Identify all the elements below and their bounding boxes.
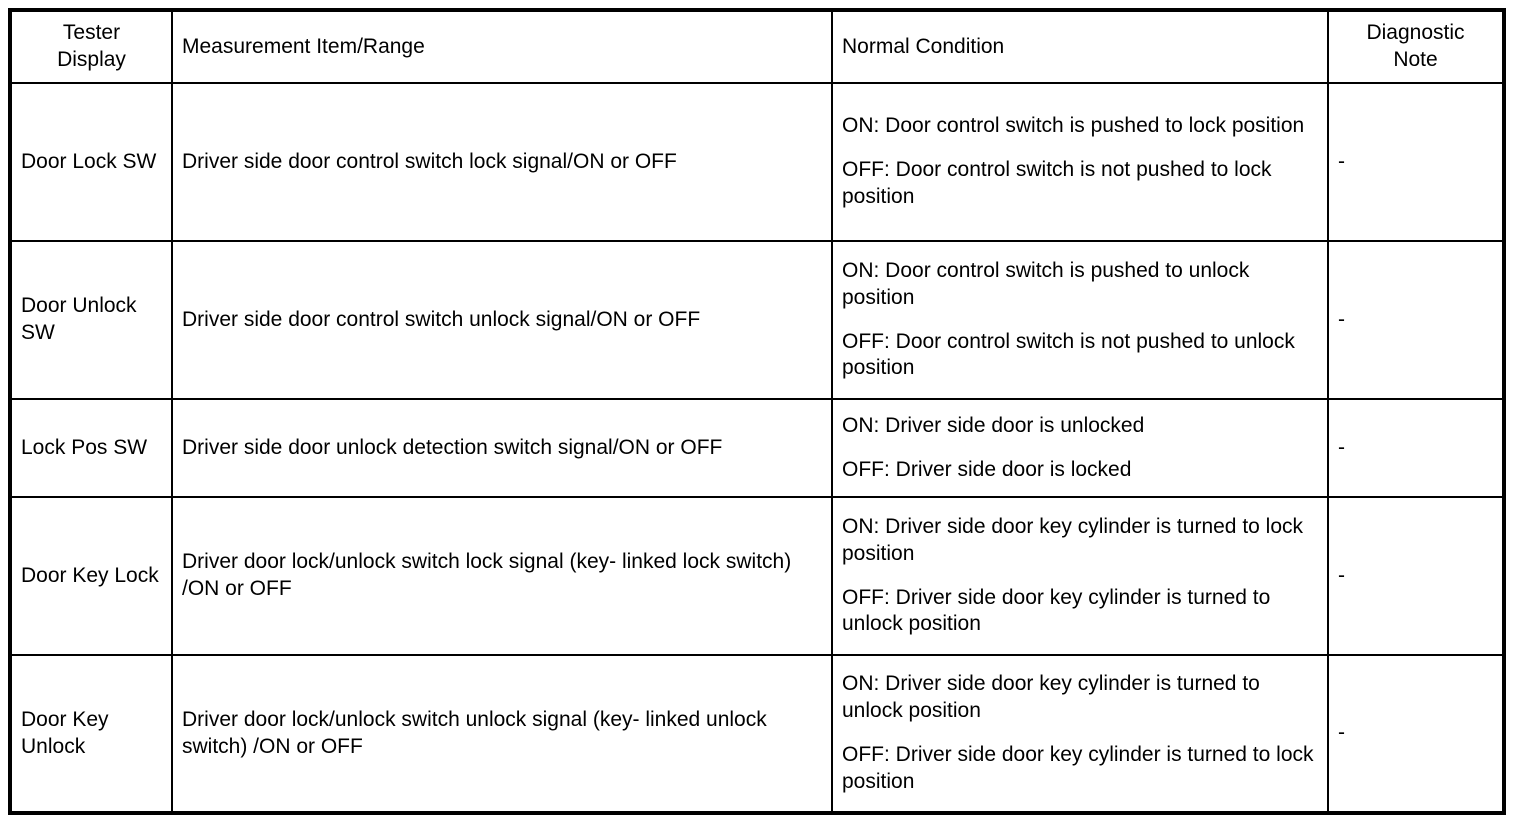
column-header-diagnostic-note: Diagnostic Note bbox=[1327, 9, 1505, 84]
cell-normal-condition: ON: Door control switch is pushed to loc… bbox=[831, 82, 1329, 242]
cell-normal-condition: ON: Driver side door key cylinder is tur… bbox=[831, 496, 1329, 656]
cell-tester-display: Door Lock SW bbox=[9, 82, 173, 242]
condition-off: OFF: Driver side door is locked bbox=[842, 457, 1132, 481]
cell-diagnostic-note: - bbox=[1327, 654, 1505, 814]
cell-diagnostic-note: - bbox=[1327, 82, 1505, 242]
header-row: Tester Display Measurement Item/Range No… bbox=[9, 9, 1505, 84]
condition-off: OFF: Door control switch is not pushed t… bbox=[842, 329, 1295, 380]
condition-off: OFF: Door control switch is not pushed t… bbox=[842, 158, 1272, 208]
condition-spacer bbox=[842, 725, 1318, 742]
diagnostic-spec-table: Tester Display Measurement Item/Range No… bbox=[8, 8, 1506, 815]
condition-spacer bbox=[842, 568, 1318, 585]
column-header-tester-line2: Display bbox=[57, 48, 126, 71]
condition-spacer bbox=[842, 312, 1318, 329]
condition-off: OFF: Driver side door key cylinder is tu… bbox=[842, 743, 1314, 793]
cell-measurement-item: Driver side door control switch unlock s… bbox=[171, 240, 833, 400]
cell-measurement-item: Driver door lock/unlock switch lock sign… bbox=[171, 496, 833, 656]
cell-normal-condition: ON: Driver side door key cylinder is tur… bbox=[831, 654, 1329, 814]
cell-tester-display: Door Unlock SW bbox=[9, 240, 173, 400]
cell-diagnostic-note: - bbox=[1327, 398, 1505, 498]
column-header-tester-display: Tester Display bbox=[9, 9, 173, 84]
column-header-measurement-item-range: Measurement Item/Range bbox=[171, 9, 833, 84]
table-row: Lock Pos SW Driver side door unlock dete… bbox=[9, 398, 1505, 498]
table-row: Door Unlock SW Driver side door control … bbox=[9, 240, 1505, 400]
table-row: Door Lock SW Driver side door control sw… bbox=[9, 82, 1505, 242]
cell-tester-display: Lock Pos SW bbox=[9, 398, 173, 498]
cell-measurement-item: Driver door lock/unlock switch unlock si… bbox=[171, 654, 833, 814]
condition-on: ON: Door control switch is pushed to loc… bbox=[842, 114, 1305, 138]
table-body: Door Lock SW Driver side door control sw… bbox=[9, 82, 1505, 814]
cell-diagnostic-note: - bbox=[1327, 240, 1505, 400]
column-header-note-line1: Diagnostic bbox=[1366, 21, 1465, 45]
condition-spacer bbox=[842, 140, 1318, 157]
column-header-note-line2: Note bbox=[1393, 48, 1438, 71]
condition-on: ON: Driver side door key cylinder is tur… bbox=[842, 672, 1260, 723]
condition-off: OFF: Driver side door key cylinder is tu… bbox=[842, 585, 1271, 636]
cell-tester-display: Door Key Unlock bbox=[9, 654, 173, 814]
condition-spacer bbox=[842, 440, 1318, 457]
table-row: Door Key Lock Driver door lock/unlock sw… bbox=[9, 496, 1505, 656]
cell-normal-condition: ON: Door control switch is pushed to unl… bbox=[831, 240, 1329, 400]
table-header: Tester Display Measurement Item/Range No… bbox=[9, 9, 1505, 84]
table-row: Door Key Unlock Driver door lock/unlock … bbox=[9, 654, 1505, 814]
column-header-tester-line1: Tester bbox=[62, 21, 121, 45]
condition-on: ON: Driver side door key cylinder is tur… bbox=[842, 514, 1304, 565]
cell-tester-display: Door Key Lock bbox=[9, 496, 173, 656]
cell-measurement-item: Driver side door control switch lock sig… bbox=[171, 82, 833, 242]
cell-normal-condition: ON: Driver side door is unlocked OFF: Dr… bbox=[831, 398, 1329, 498]
column-header-normal-condition: Normal Condition bbox=[831, 9, 1329, 84]
condition-on: ON: Door control switch is pushed to unl… bbox=[842, 258, 1250, 309]
cell-diagnostic-note: - bbox=[1327, 496, 1505, 656]
cell-measurement-item: Driver side door unlock detection switch… bbox=[171, 398, 833, 498]
condition-on: ON: Driver side door is unlocked bbox=[842, 413, 1145, 437]
